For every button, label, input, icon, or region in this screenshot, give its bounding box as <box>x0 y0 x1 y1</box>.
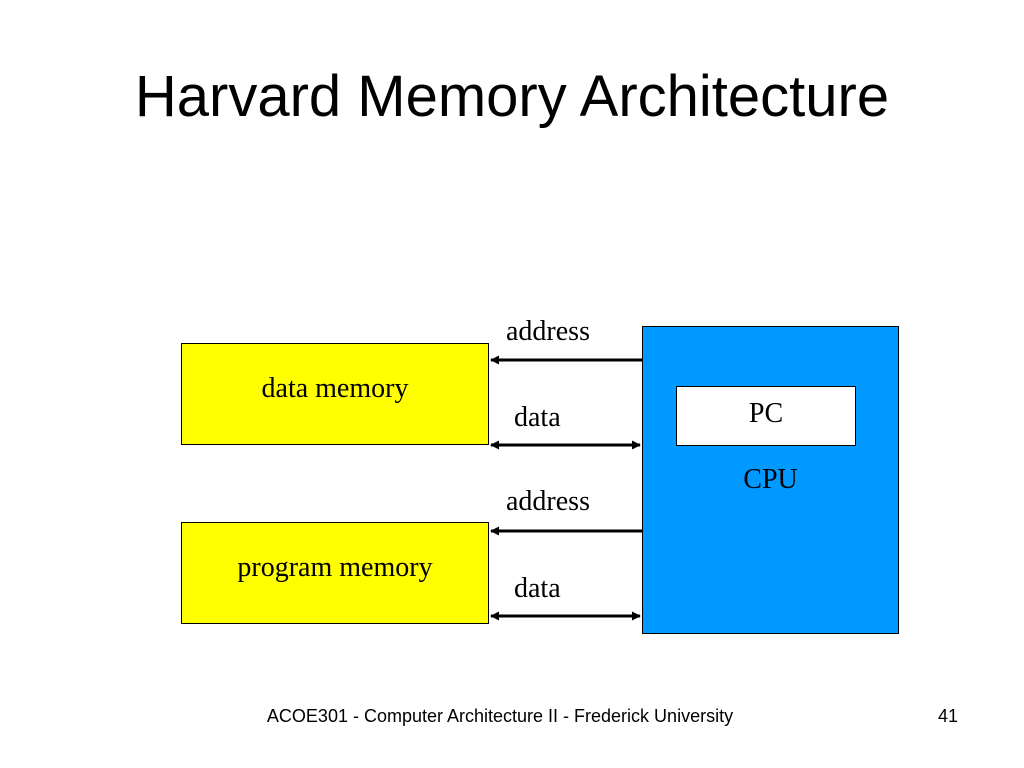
slide-title: Harvard Memory Architecture <box>134 64 890 129</box>
cpu-block <box>642 326 899 634</box>
program-memory-label: program memory <box>237 552 433 583</box>
data-memory-block: data memory <box>181 343 489 445</box>
program-memory-address-label: address <box>506 486 590 517</box>
data-memory-label: data memory <box>261 373 409 404</box>
pc-label: PC <box>748 398 784 429</box>
footer-text: ACOE301 - Computer Architecture II - Fre… <box>266 706 734 726</box>
cpu-label: CPU <box>743 464 798 495</box>
pc-register-block: PC <box>676 386 856 446</box>
program-memory-data-label: data <box>514 573 561 604</box>
program-memory-block: program memory <box>181 522 489 624</box>
data-memory-data-label: data <box>514 402 561 433</box>
page-number: 41 <box>937 706 958 726</box>
data-memory-address-label: address <box>506 316 590 347</box>
